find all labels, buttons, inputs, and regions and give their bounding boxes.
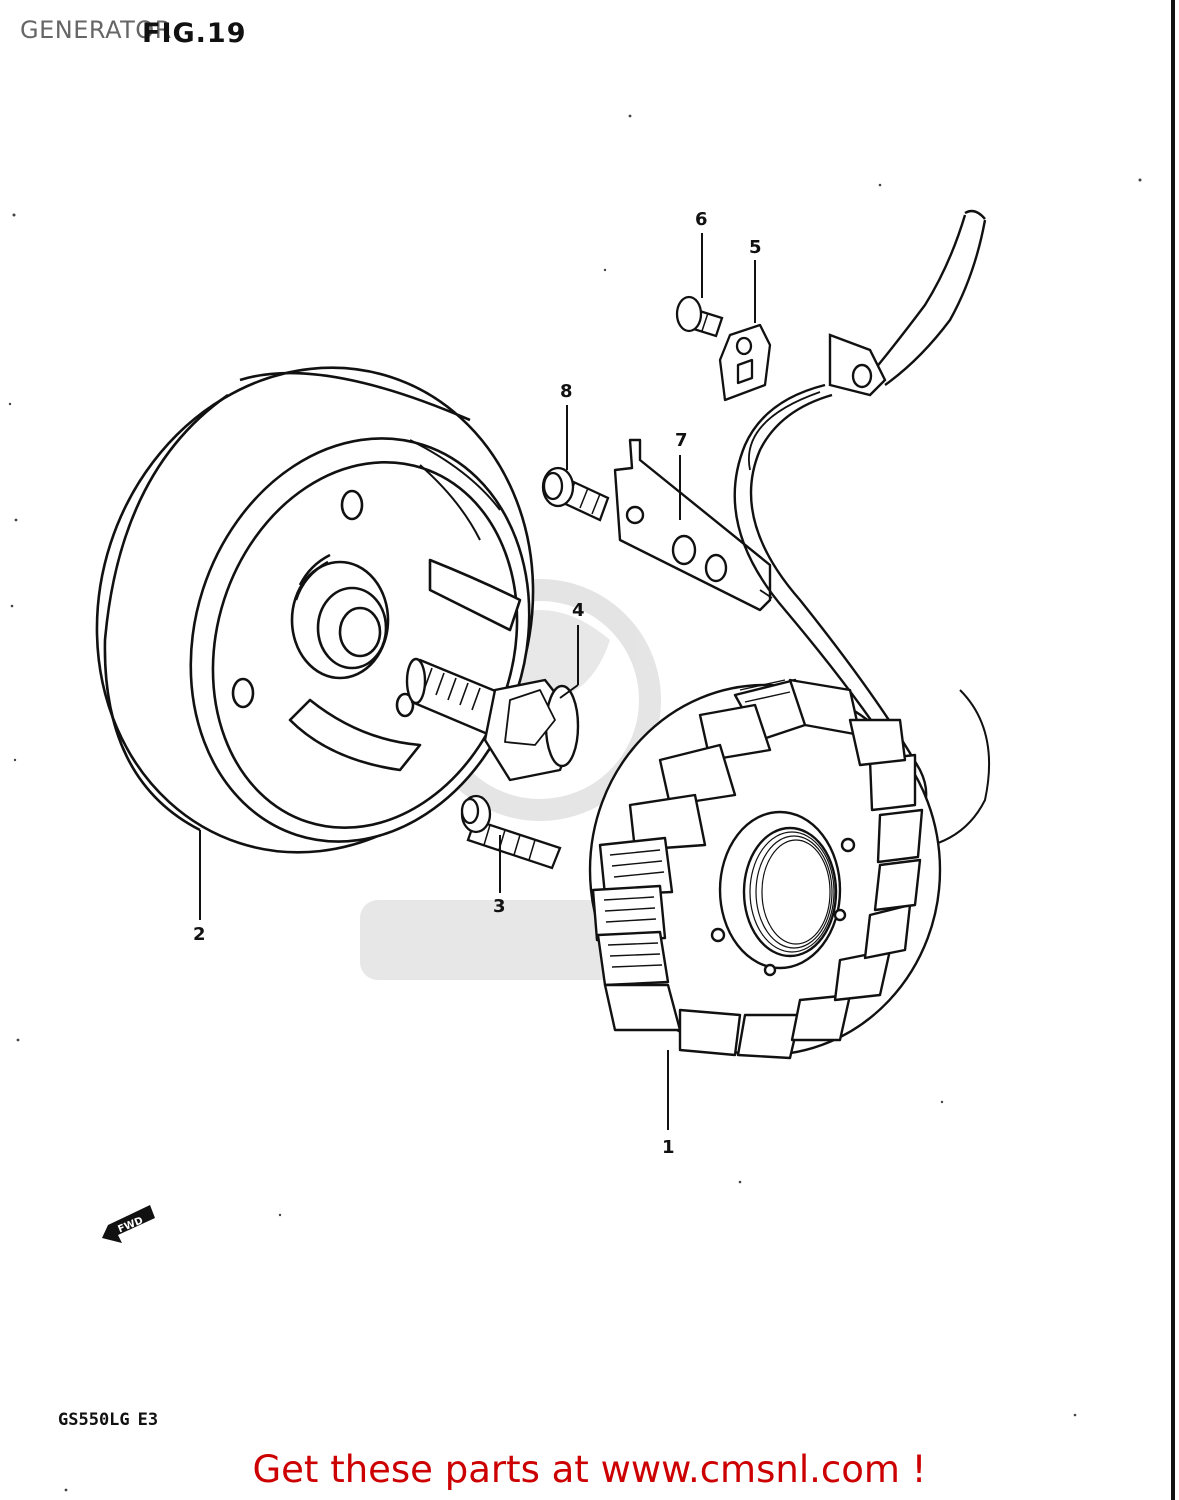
section-title: GENERATOR xyxy=(20,16,172,44)
figure-label: FIG.19 xyxy=(142,18,247,49)
shop-cta-link[interactable]: Get these parts at www.cmsnl.com ! xyxy=(252,1448,927,1491)
wire-harness-drawing xyxy=(733,209,991,851)
model-region: E3 xyxy=(137,1410,159,1430)
screw-6-drawing xyxy=(675,295,724,338)
rotor-bolt-drawing xyxy=(405,657,580,782)
scan-edge-border xyxy=(1171,0,1175,1500)
model-code: GS550LG E3 xyxy=(58,1410,166,1430)
callout-1: 1 xyxy=(662,1137,675,1158)
stator-drawing xyxy=(588,678,942,1060)
model-name: GS550LG xyxy=(58,1410,130,1430)
callout-3: 3 xyxy=(493,896,506,917)
screw-8-drawing xyxy=(541,466,610,522)
scan-noise xyxy=(8,114,1142,1492)
callout-6: 6 xyxy=(695,209,708,230)
callout-7: 7 xyxy=(675,430,688,451)
callout-5: 5 xyxy=(749,237,762,258)
wire-guide-plate-drawing xyxy=(613,438,773,612)
fwd-arrow-icon: FWD xyxy=(102,1205,155,1243)
callout-2: 2 xyxy=(193,924,206,945)
leader-line-4b xyxy=(559,684,579,699)
callout-4: 4 xyxy=(572,600,585,621)
screw-3-drawing xyxy=(460,794,562,870)
callout-8: 8 xyxy=(560,381,573,402)
clamp-5-drawing xyxy=(718,323,772,402)
rotor-flywheel-drawing xyxy=(95,366,535,854)
